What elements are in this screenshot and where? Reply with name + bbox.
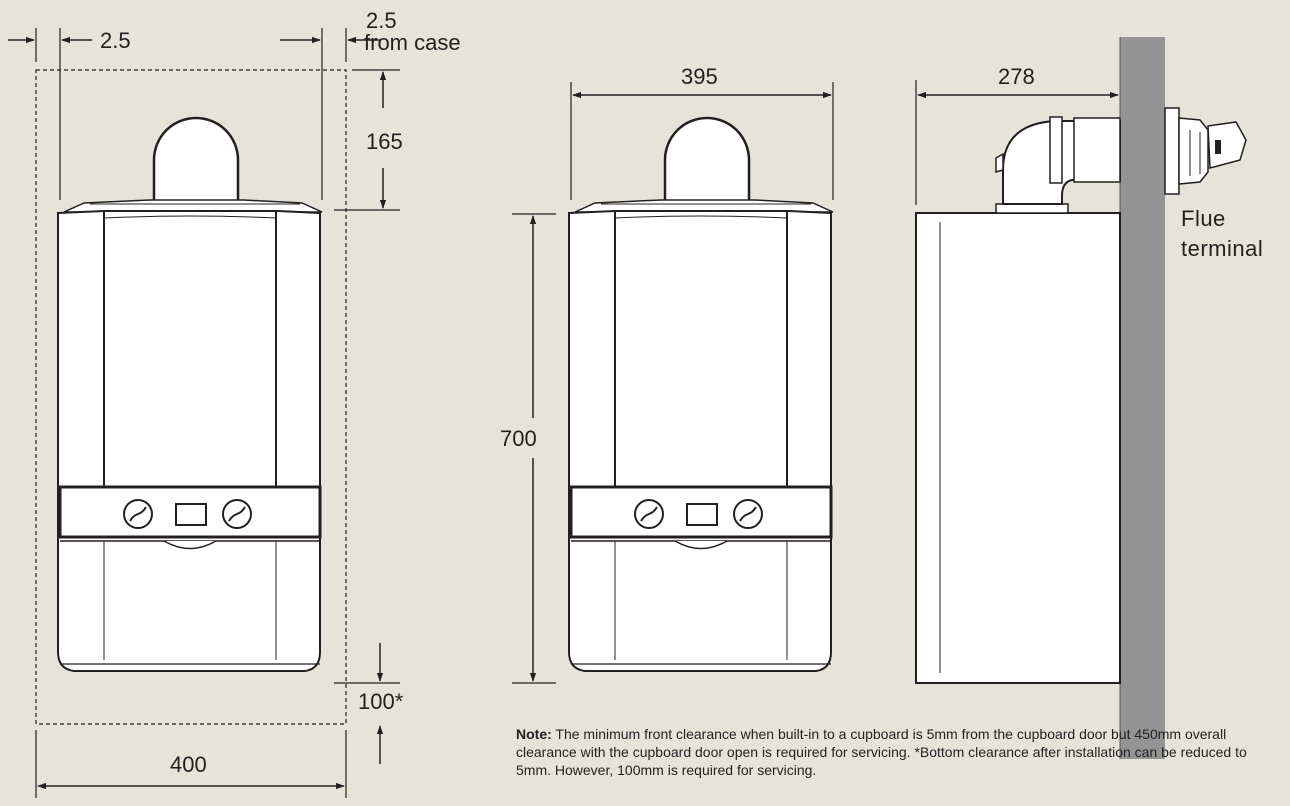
wall (1120, 37, 1165, 759)
flue-label-line2: terminal (1181, 236, 1263, 261)
dim-boiler-depth: 278 (998, 64, 1035, 89)
dim-bottom-clearance: 100* (358, 689, 404, 714)
dim-top-clearance: 165 (366, 129, 403, 154)
installation-note: Note: The minimum front clearance when b… (516, 725, 1276, 779)
front-dimensions-view: 395 700 (500, 64, 835, 684)
boiler-front-middle (567, 116, 835, 673)
dim-side-right: 2.5 (366, 8, 397, 33)
dim-clearance-width: 400 (170, 752, 207, 777)
dim-side-left: 2.5 (100, 28, 131, 53)
flue-label-line1: Flue (1181, 206, 1226, 231)
clearance-dashed-box (35, 69, 347, 725)
note-text: The minimum front clearance when built-i… (516, 726, 1247, 778)
note-label: Note: (516, 726, 552, 742)
boiler-side-body (915, 212, 1121, 684)
dim-boiler-width: 395 (681, 64, 718, 89)
dim-side-right-note: from case (364, 30, 461, 55)
flue-terminal-flange (1164, 107, 1180, 195)
side-view: 278 Flue terminal (915, 37, 1263, 759)
boiler-front-left (56, 116, 324, 673)
front-clearance-view: 2.5 2.5 from case 165 100* 400 (8, 8, 461, 798)
dim-boiler-height: 700 (500, 426, 537, 451)
